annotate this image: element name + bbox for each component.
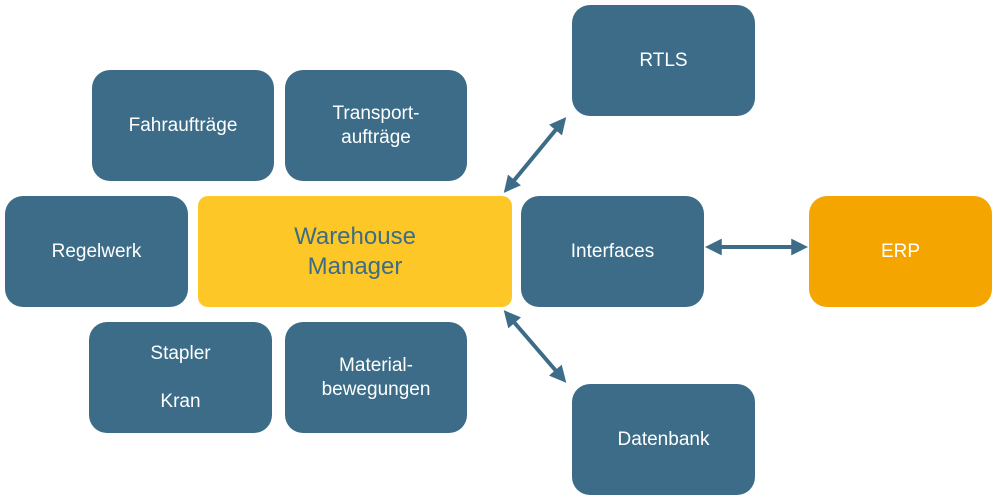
node-datenbank-label: Datenbank: [617, 428, 710, 450]
node-fahrauftraege-label: Fahraufträge: [128, 114, 238, 136]
node-regelwerk: Regelwerk: [5, 196, 188, 307]
arrow-warehouse-datenbank: [503, 310, 567, 383]
node-regelwerk-label: Regelwerk: [51, 240, 142, 262]
node-transportauftraege-line2: aufträge: [341, 126, 411, 148]
node-transportauftraege-line1: Transport-: [332, 102, 420, 124]
node-materialbewegungen: Material- bewegungen: [285, 322, 467, 433]
node-materialbewegungen-line2: bewegungen: [321, 378, 431, 400]
node-fahrauftraege: Fahraufträge: [92, 70, 274, 181]
node-stapler-kran-line2: Kran: [160, 390, 201, 412]
node-interfaces-label: Interfaces: [570, 240, 655, 262]
node-stapler-kran-line1: Stapler: [150, 342, 211, 364]
node-warehouse-manager: Warehouse Manager: [198, 196, 512, 307]
node-stapler-kran: Stapler Kran: [89, 322, 272, 433]
node-rtls-label: RTLS: [639, 49, 688, 71]
node-transportauftraege: Transport- aufträge: [285, 70, 467, 181]
node-warehouse-manager-line2: Manager: [307, 252, 403, 280]
node-warehouse-manager-line1: Warehouse: [294, 222, 416, 250]
node-interfaces: Interfaces: [521, 196, 704, 307]
node-rtls: RTLS: [572, 5, 755, 116]
node-materialbewegungen-line1: Material-: [339, 354, 413, 376]
node-datenbank: Datenbank: [572, 384, 755, 495]
arrow-warehouse-rtls: [503, 117, 567, 193]
node-erp: ERP: [809, 196, 992, 307]
node-erp-label: ERP: [880, 240, 921, 262]
